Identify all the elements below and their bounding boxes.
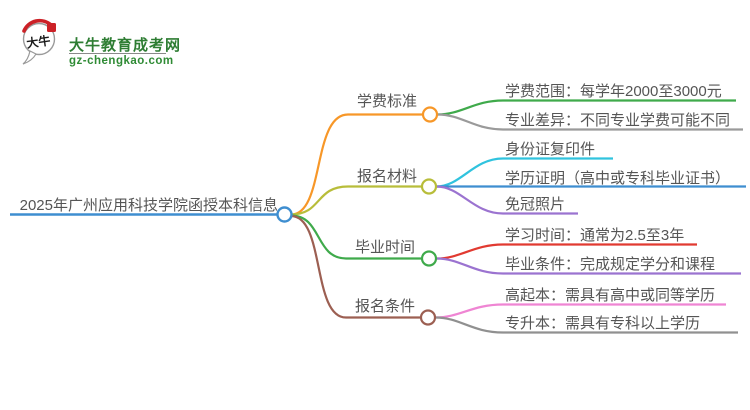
curve-root-to-tuition [290, 113, 349, 216]
branch-label-materials: 报名材料 [356, 168, 417, 185]
logo-title: 大牛教育成考网 [69, 37, 182, 54]
curve-root-to-graduation [290, 214, 347, 260]
logo-bubble-text: 大牛 [25, 33, 51, 51]
leaf-line-id-copy [436, 157, 613, 188]
graduation-node-circle [420, 250, 438, 267]
leaf-line-photo [436, 185, 578, 215]
logo-seal [47, 23, 56, 32]
leaf-label-major-difference: 专业差异：不同专业学费可能不同 [505, 112, 731, 129]
leaf-label-id-copy: 身份证复印件 [505, 141, 596, 158]
root-node-label: 2025年广州应用科技学院函授本科信息 [19, 197, 278, 214]
curve-root-to-materials [290, 185, 349, 216]
branch-label-requirements: 报名条件 [354, 298, 415, 315]
leaf-label-graduation-condition: 毕业条件：完成规定学分和课程 [505, 256, 716, 273]
leaf-line-graduation-condition [436, 257, 741, 275]
leaf-label-gaoqiben: 高起本：需具有高中或同等学历 [505, 287, 716, 304]
logo-subtitle: gz-chengkao.com [69, 55, 174, 67]
site-logo: 大牛 大牛教育成考网 gz-chengkao.com [14, 14, 194, 70]
logo-divider [69, 53, 166, 54]
leaf-label-zhuanshengben: 专升本：需具有专科以上学历 [505, 315, 701, 332]
tuition-node-circle [421, 106, 439, 123]
branch-label-graduation: 毕业时间 [354, 239, 415, 256]
root-node-circle [276, 206, 293, 223]
requirements-node-circle [419, 309, 437, 326]
leaf-line-major-difference [437, 113, 743, 131]
materials-node-circle [420, 178, 438, 195]
leaf-label-study-duration: 学习时间：通常为2.5至3年 [505, 227, 685, 244]
logo-bubble-icon: 大牛 [22, 18, 56, 65]
leaf-label-photo: 免冠照片 [505, 196, 566, 213]
branch-label-tuition: 学费标准 [356, 93, 417, 110]
leaf-label-fee-range: 学费范围：每学年2000至3000元 [505, 83, 722, 100]
curve-root-to-requirements [290, 214, 347, 319]
leaf-label-diploma-proof: 学历证明（高中或专科毕业证书） [505, 170, 731, 187]
leaf-line-zhuanshengben [435, 316, 738, 334]
